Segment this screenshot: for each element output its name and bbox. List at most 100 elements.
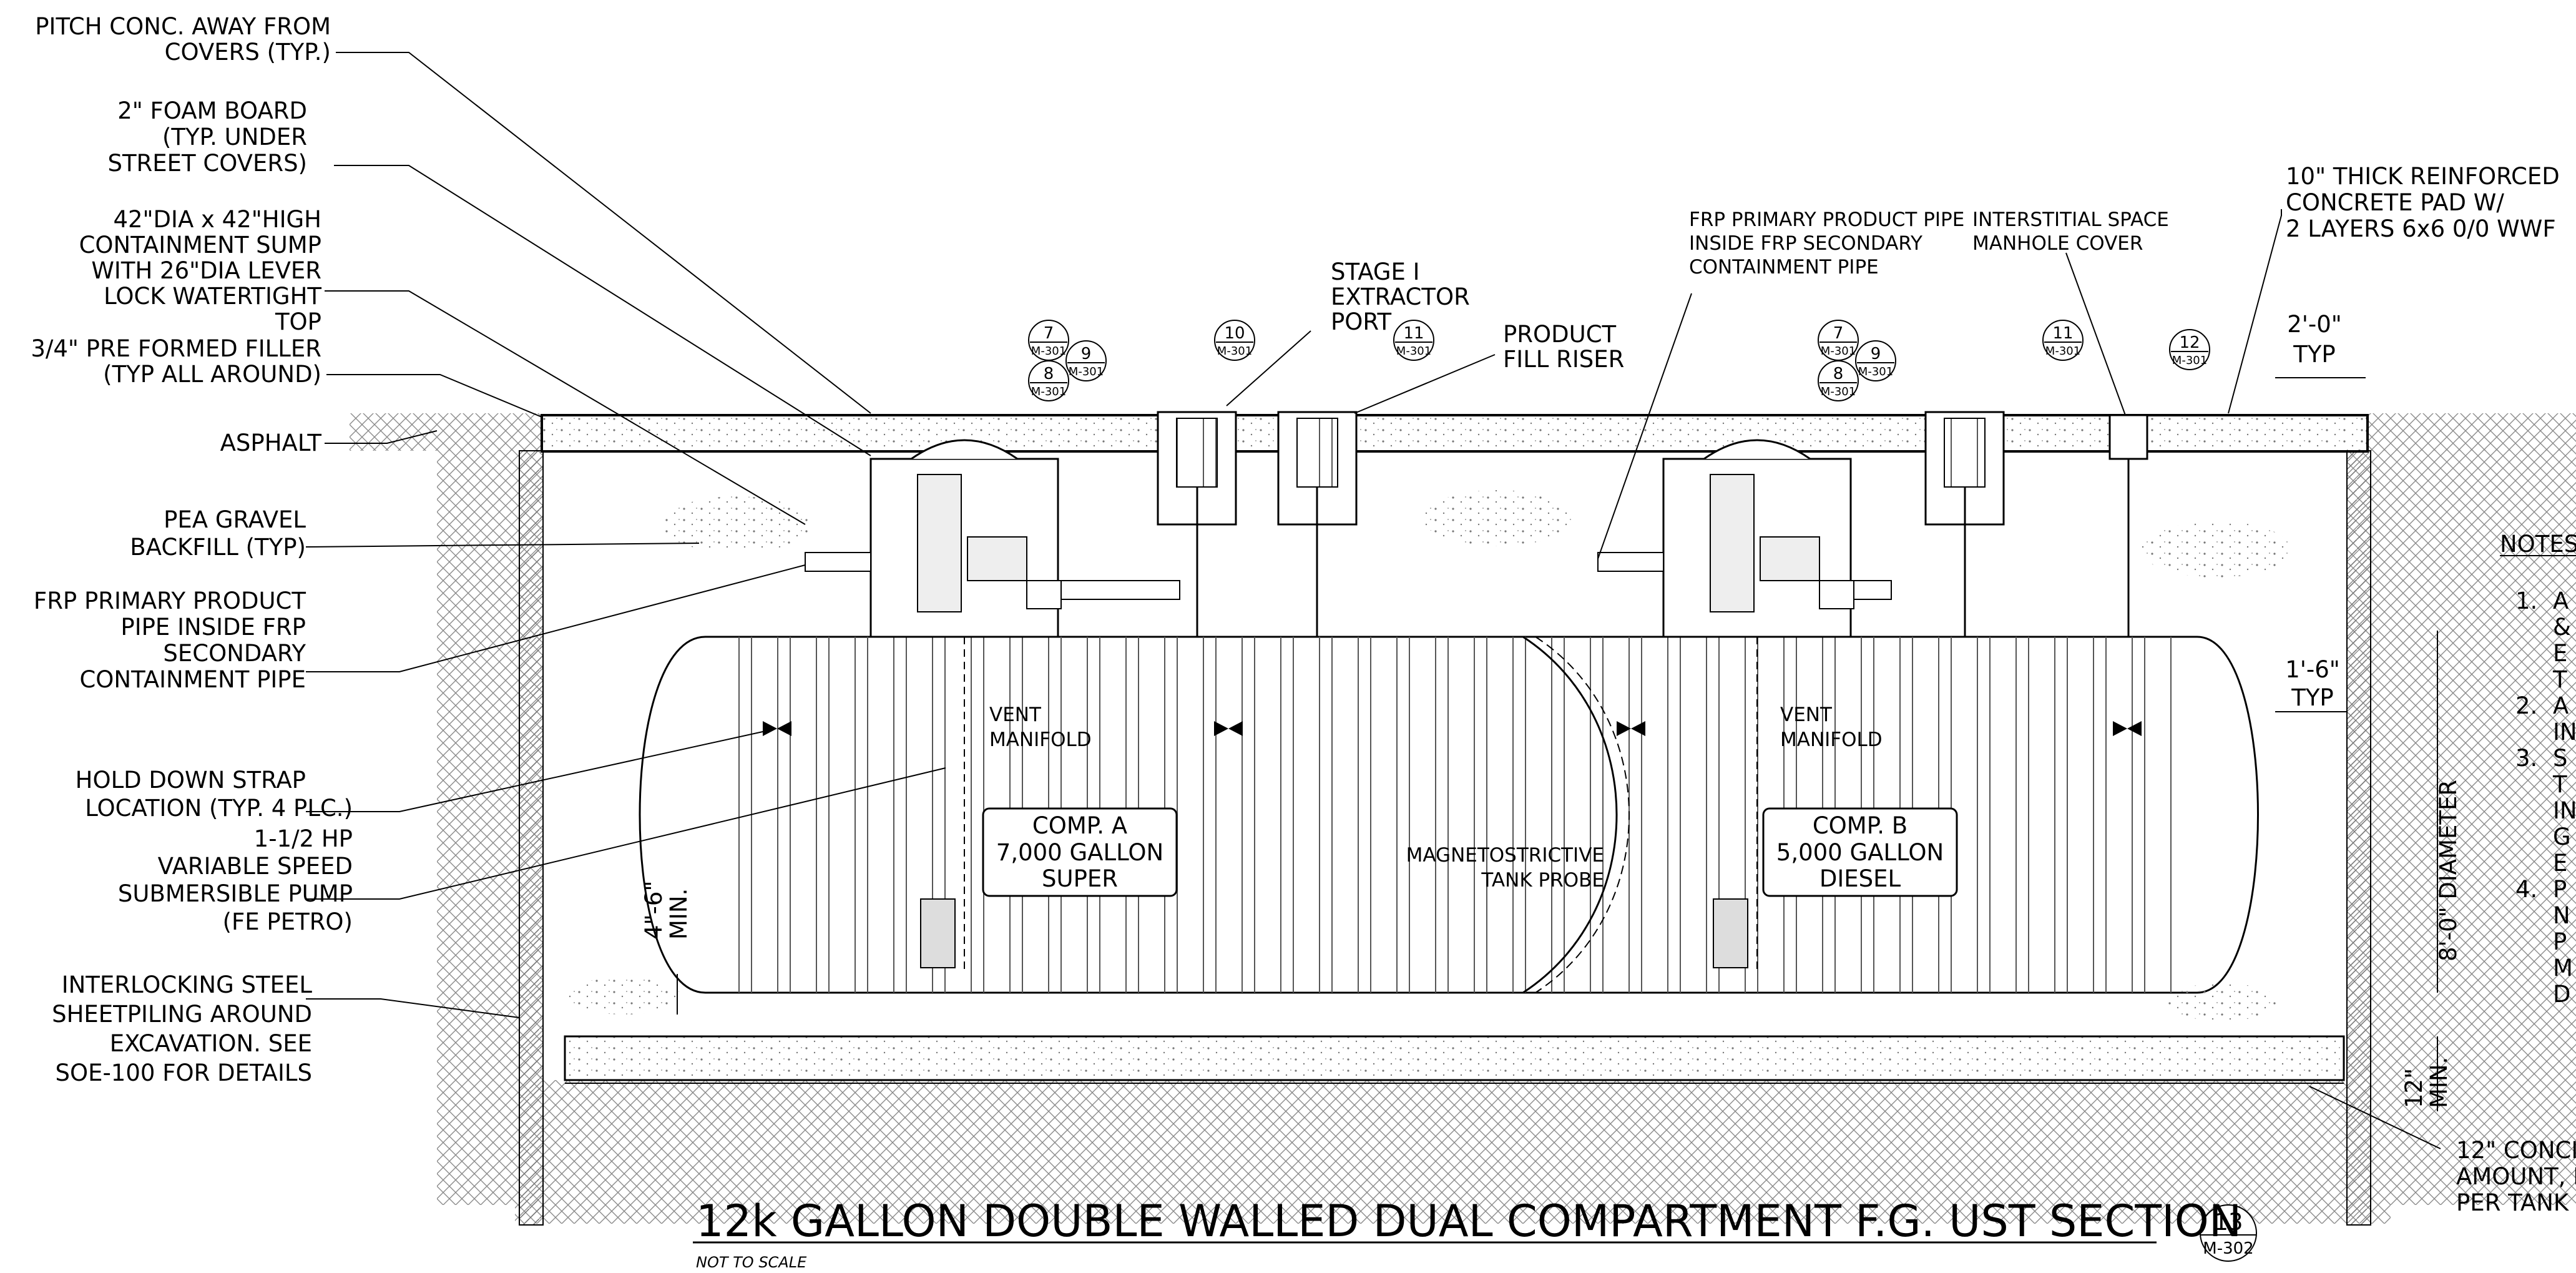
svg-text:A: A bbox=[2553, 692, 2569, 719]
left-label-line: EXCAVATION. SEE bbox=[110, 1030, 312, 1057]
svg-text:M-301: M-301 bbox=[1217, 345, 1252, 358]
riser-fill-a bbox=[1277, 411, 1358, 637]
svg-text:11: 11 bbox=[1403, 324, 1424, 343]
concrete-pad-label: CONCRETE PAD W/ bbox=[2286, 189, 2504, 216]
svg-text:S: S bbox=[2553, 745, 2568, 772]
svg-text:M-301: M-301 bbox=[1821, 385, 1856, 398]
svg-text:4.: 4. bbox=[2515, 876, 2537, 903]
svg-text:M-301: M-301 bbox=[2172, 354, 2207, 367]
left-label-line: 2" FOAM BOARD bbox=[117, 97, 307, 124]
comp-b-box bbox=[1762, 807, 1958, 897]
frp-pipe-label: CONTAINMENT PIPE bbox=[1689, 256, 1879, 278]
svg-text:8: 8 bbox=[1044, 365, 1054, 383]
svg-text:PER TANK: PER TANK bbox=[2456, 1189, 2570, 1216]
tank-labels: VENT MANIFOLD VENT MANIFOLD MAGNETOSTRIC… bbox=[989, 704, 1944, 892]
left-label-line: ASPHALT bbox=[220, 430, 322, 456]
riser-extractor bbox=[1157, 411, 1237, 637]
svg-text:IN: IN bbox=[2553, 719, 2576, 745]
svg-text:7: 7 bbox=[1044, 324, 1054, 343]
ust-tank bbox=[639, 636, 2259, 994]
vent-manifold-a: MANIFOLD bbox=[989, 729, 1092, 751]
svg-text:M-301: M-301 bbox=[1858, 365, 1893, 378]
detail-number: 13 bbox=[2213, 1209, 2243, 1236]
sump-a bbox=[869, 439, 1062, 974]
bottom-right-label: 12" CONCI AMOUNT, I PER TANK bbox=[2456, 1137, 2576, 1216]
svg-text:1.: 1. bbox=[2515, 587, 2537, 614]
svg-text:&: & bbox=[2553, 614, 2571, 641]
svg-text:M-301: M-301 bbox=[1069, 365, 1104, 378]
svg-text:M-301: M-301 bbox=[1821, 345, 1856, 358]
left-label-line: PITCH CONC. AWAY FROM bbox=[35, 13, 331, 40]
dim-diameter: 8'-0" DIAMETER bbox=[2435, 780, 2462, 961]
dim-1ft6: 1'-6" bbox=[2285, 656, 2340, 683]
probe-label: MAGNETOSTRICTIVE bbox=[1406, 844, 1604, 867]
probe-label: TANK PROBE bbox=[1481, 869, 1604, 892]
svg-text:P: P bbox=[2553, 928, 2567, 955]
vent-manifold-b: MANIFOLD bbox=[1780, 729, 1883, 751]
notes-header: NOTES bbox=[2500, 531, 2576, 558]
left-label-line: STREET COVERS) bbox=[107, 150, 307, 177]
bubble-dividers bbox=[1030, 342, 2256, 1236]
detail-bubbles bbox=[1028, 320, 2257, 1262]
frp-pipe-label: INSIDE FRP SECONDARY bbox=[1689, 232, 1922, 255]
fill-riser-label: FILL RISER bbox=[1503, 346, 1624, 373]
svg-text:3.: 3. bbox=[2515, 745, 2537, 772]
left-label-line: HOLD DOWN STRAP bbox=[76, 767, 306, 794]
comp-a-label: SUPER bbox=[1042, 865, 1118, 892]
interstitial-label: INTERSTITIAL SPACE bbox=[1972, 209, 2169, 231]
comp-a-label: COMP. A bbox=[1032, 812, 1127, 839]
dimension-labels: 2'-0" TYP 1'-6" TYP 8'-0" DIAMETER 4"-6"… bbox=[640, 311, 2462, 1108]
svg-text:AMOUNT, I: AMOUNT, I bbox=[2456, 1163, 2576, 1190]
left-label-line: PEA GRAVEL bbox=[164, 506, 306, 533]
detail-sheet: M-302 bbox=[2203, 1239, 2253, 1258]
stage1-label: PORT bbox=[1331, 308, 1391, 335]
svg-text:12: 12 bbox=[2179, 333, 2200, 352]
dim-min-46: MIN. bbox=[665, 888, 692, 940]
svg-text:A: A bbox=[2553, 587, 2569, 614]
stage1-label: STAGE I bbox=[1331, 258, 1420, 285]
left-label-line: (TYP. UNDER bbox=[162, 124, 307, 150]
left-label-line: COVERS (TYP.) bbox=[165, 39, 331, 66]
svg-text:E: E bbox=[2553, 640, 2567, 667]
dim-min-12: MIN. bbox=[2426, 1057, 2452, 1108]
svg-text:7: 7 bbox=[1833, 324, 1844, 343]
dimension-lines bbox=[677, 377, 2438, 1111]
left-label-line: (FE PETRO) bbox=[223, 908, 353, 935]
concrete-pad-label: 10" THICK REINFORCED bbox=[2286, 163, 2560, 190]
left-label-line: SOE-100 FOR DETAILS bbox=[55, 1059, 312, 1086]
svg-text:G: G bbox=[2553, 823, 2571, 850]
comp-b-label: COMP. B bbox=[1813, 812, 1908, 839]
left-label-line: SECONDARY bbox=[163, 640, 306, 667]
drawing-title: 12k GALLON DOUBLE WALLED DUAL COMPARTMEN… bbox=[696, 1196, 2241, 1247]
left-label-line: SHEETPILING AROUND bbox=[52, 1001, 312, 1028]
concrete-pad bbox=[541, 414, 2369, 453]
left-label-line: CONTAINMENT SUMP bbox=[79, 232, 321, 258]
sump-b bbox=[1662, 439, 1854, 974]
left-label-line: 1-1/2 HP bbox=[254, 825, 353, 852]
soil-section bbox=[350, 413, 2576, 1226]
left-labels: PITCH CONC. AWAY FROM COVERS (TYP.) 2" F… bbox=[31, 13, 353, 1086]
interstitial-manhole bbox=[2108, 414, 2148, 637]
left-label-line: FRP PRIMARY PRODUCT bbox=[34, 587, 306, 614]
svg-text:11: 11 bbox=[2052, 324, 2073, 343]
svg-text:12" CONCI: 12" CONCI bbox=[2456, 1137, 2576, 1164]
dim-min-12: 12" bbox=[2401, 1068, 2427, 1108]
left-label-line: WITH 26"DIA LEVER bbox=[91, 257, 321, 284]
pea-gravel bbox=[568, 490, 2291, 1021]
vent-manifold-b: VENT bbox=[1780, 704, 1833, 726]
dim-min-46: 4"-6" bbox=[640, 881, 667, 940]
left-label-line: (TYP ALL AROUND) bbox=[103, 361, 321, 388]
leader-lines bbox=[305, 52, 2441, 1149]
vent-manifold-a: VENT bbox=[989, 704, 1042, 726]
interstitial-label: MANHOLE COVER bbox=[1972, 232, 2143, 255]
svg-text:M-301: M-301 bbox=[1396, 345, 1431, 358]
frp-pipe-label: FRP PRIMARY PRODUCT PIPE bbox=[1689, 209, 1964, 231]
svg-text:10: 10 bbox=[1224, 324, 1245, 343]
svg-text:M-301: M-301 bbox=[1031, 385, 1066, 398]
svg-text:8: 8 bbox=[1833, 365, 1844, 383]
left-label-line: LOCATION (TYP. 4 PLC.) bbox=[85, 795, 353, 822]
left-label-line: PIPE INSIDE FRP bbox=[120, 614, 306, 641]
comp-b-label: 5,000 GALLON bbox=[1776, 839, 1944, 866]
comp-a-label: 7,000 GALLON bbox=[996, 839, 1163, 866]
